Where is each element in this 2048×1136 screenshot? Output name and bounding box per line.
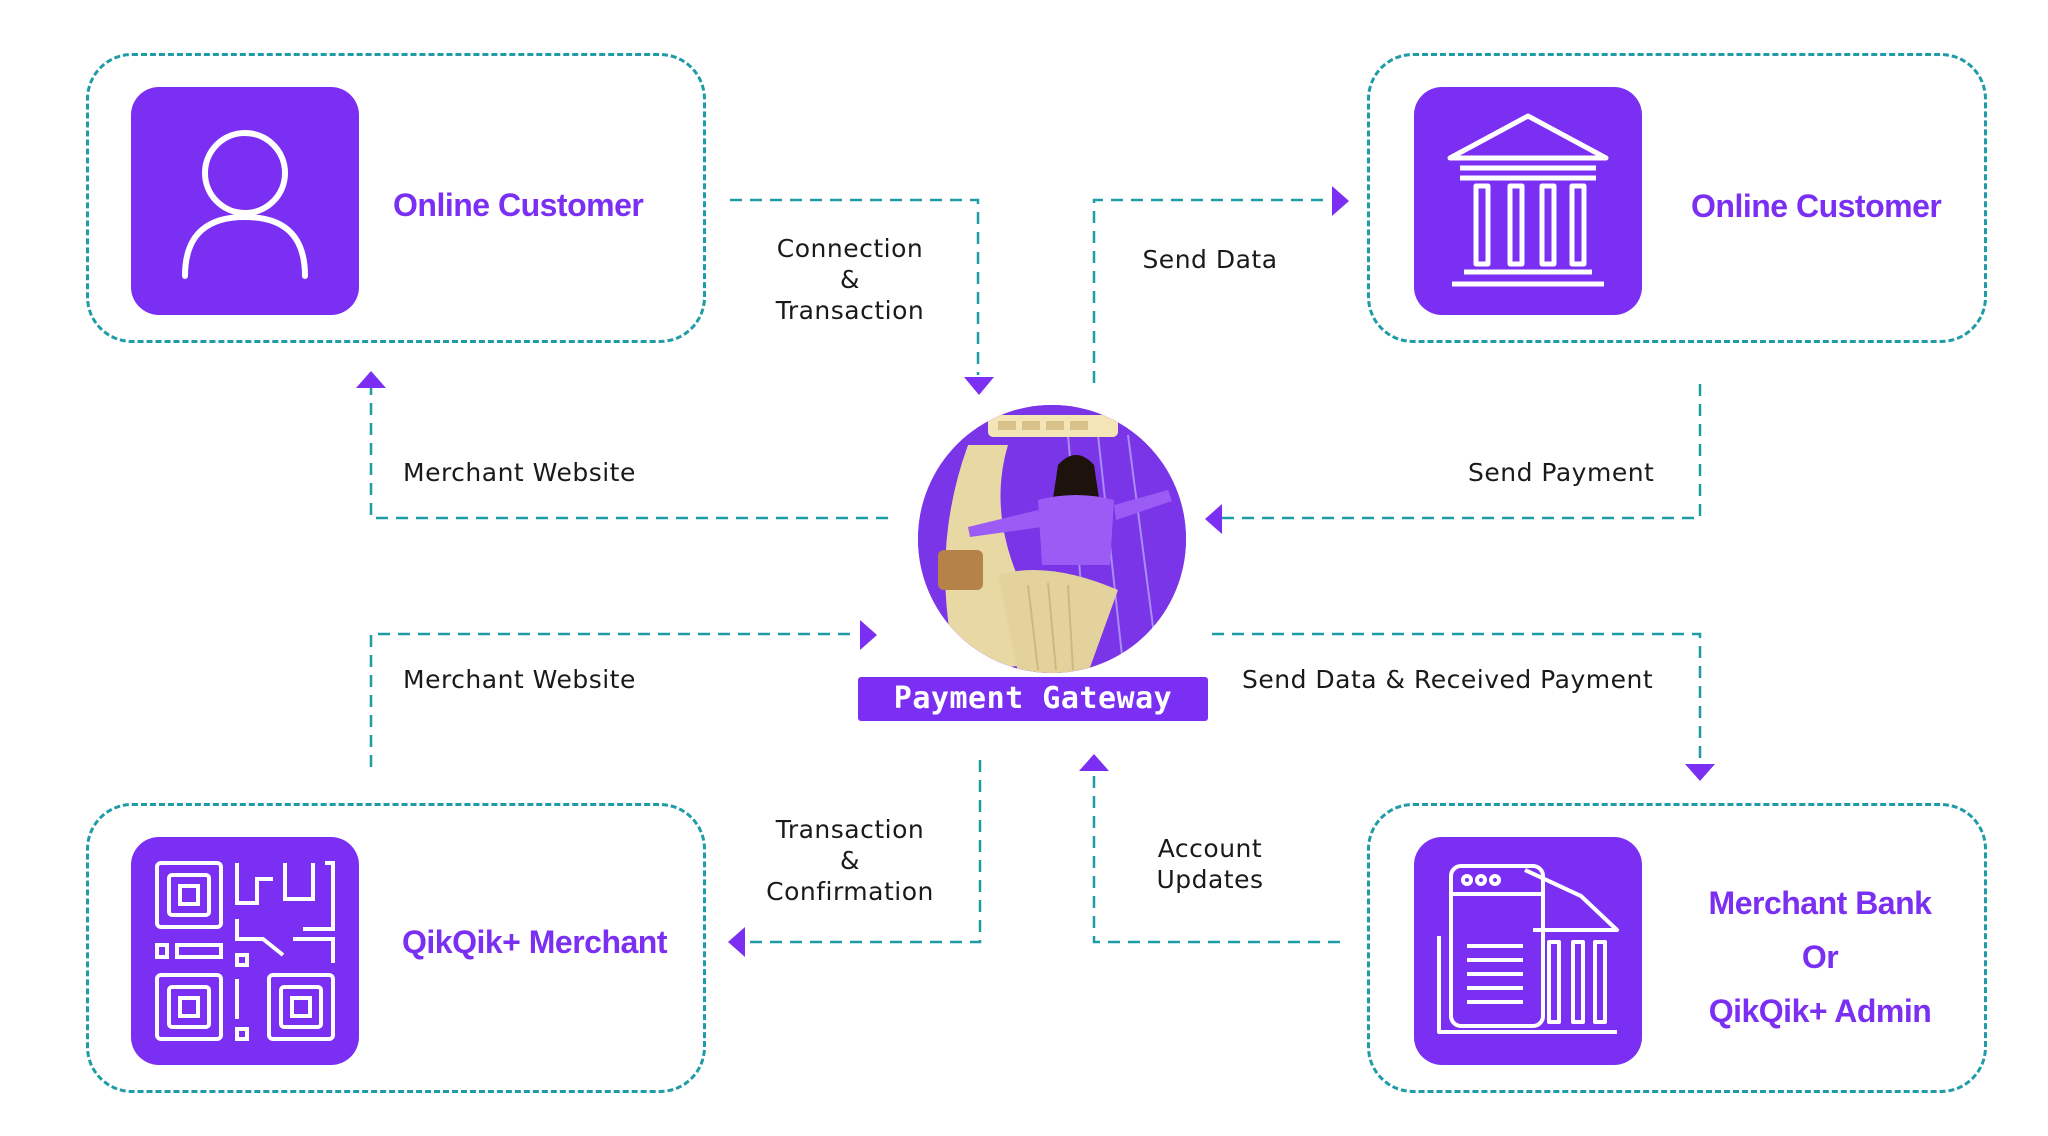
arrowhead-down bbox=[1685, 764, 1715, 781]
edge-label-send-payment: Send Payment bbox=[1468, 458, 1655, 487]
connector-connection-transaction bbox=[730, 198, 980, 375]
edge-label-send-data: Send Data bbox=[1142, 245, 1278, 274]
arrowhead-down bbox=[964, 377, 994, 395]
arrowhead-up bbox=[356, 371, 386, 388]
node-title-top-left: Online Customer bbox=[393, 187, 644, 223]
connector-account-updates bbox=[1092, 770, 1340, 944]
arrowhead-right bbox=[860, 620, 877, 650]
edge-label-transaction-confirmation: Transaction & Confirmation bbox=[740, 814, 960, 907]
node-qikqik-merchant bbox=[86, 803, 706, 1093]
arrowhead-left bbox=[728, 927, 745, 957]
edge-label-line: & bbox=[840, 265, 860, 294]
connector-merchant-website-bottom bbox=[369, 632, 858, 767]
node-online-customer-top-right bbox=[1367, 53, 1987, 343]
connector-send-payment bbox=[1222, 384, 1702, 520]
edge-label-merchant-website-bottom: Merchant Website bbox=[403, 665, 636, 694]
edge-label-send-data-received-payment: Send Data & Received Payment bbox=[1242, 665, 1654, 694]
node-title-bottom-right-line-2: Or bbox=[1801, 939, 1839, 975]
edge-label-line: Updates bbox=[1156, 865, 1264, 894]
node-title-bottom-right-line-3: QikQik+ Admin bbox=[1708, 993, 1932, 1029]
connector-transaction-confirmation bbox=[742, 760, 982, 944]
edge-label-line: Transaction bbox=[775, 296, 925, 325]
edge-label-account-updates: Account Updates bbox=[1125, 833, 1295, 895]
node-title-bottom-right-line-1: Merchant Bank bbox=[1708, 885, 1932, 921]
bank-icon bbox=[1447, 113, 1609, 287]
edge-label-line: Transaction bbox=[775, 815, 925, 844]
user-icon bbox=[182, 130, 308, 279]
merchant-bank-icon bbox=[1437, 864, 1619, 1034]
edge-label-line: Connection bbox=[776, 234, 924, 263]
node-online-customer-top-left bbox=[86, 53, 706, 343]
node-title-top-right: Online Customer bbox=[1691, 188, 1942, 224]
node-merchant-bank-or-admin bbox=[1367, 803, 1987, 1093]
payment-gateway-label: Payment Gateway bbox=[858, 677, 1208, 721]
arrowhead-left bbox=[1205, 504, 1222, 534]
bank-icon-tile bbox=[1414, 87, 1642, 315]
arrowhead-right bbox=[1332, 186, 1349, 216]
merchant-bank-icon-tile bbox=[1414, 837, 1642, 1065]
node-title-bottom-left: QikQik+ Merchant bbox=[402, 924, 667, 960]
edge-label-line: Confirmation bbox=[766, 877, 934, 906]
arrowhead-up bbox=[1079, 754, 1109, 771]
edge-label-line: Account bbox=[1157, 834, 1263, 863]
connector-send-data-received-payment bbox=[1212, 632, 1702, 762]
qr-code-icon-tile bbox=[131, 837, 359, 1065]
payment-gateway-illustration bbox=[918, 405, 1186, 673]
woman-with-shopping-bags-illustration bbox=[918, 405, 1186, 673]
qr-code-icon bbox=[155, 861, 335, 1041]
user-icon-tile bbox=[131, 87, 359, 315]
node-title-bottom-right: Merchant Bank Or QikQik+ Admin bbox=[1690, 876, 1950, 1038]
edge-label-connection-transaction: Connection & Transaction bbox=[740, 233, 960, 326]
connector-send-data bbox=[1092, 198, 1328, 383]
edge-label-line: & bbox=[840, 846, 860, 875]
connector-merchant-website-top bbox=[369, 388, 888, 520]
edge-label-merchant-website-top: Merchant Website bbox=[403, 458, 636, 487]
